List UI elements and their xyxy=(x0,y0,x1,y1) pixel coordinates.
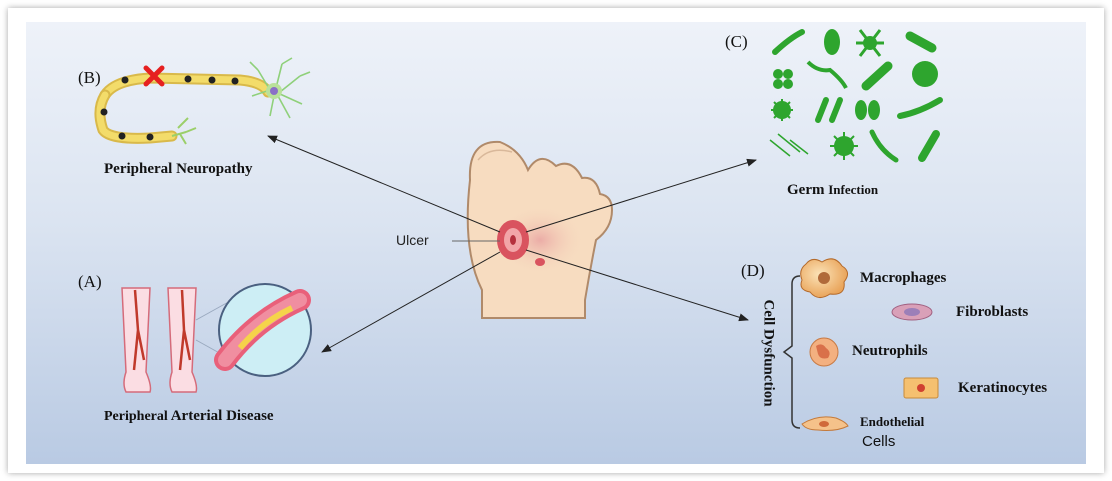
fibroblasts-label: Fibroblasts xyxy=(956,304,1028,321)
neutrophils-label: Neutrophils xyxy=(852,343,928,360)
artery-zoom-circle xyxy=(219,284,311,376)
peripheral-neuropathy-caption: Peripheral Neuropathy xyxy=(104,161,252,178)
arterial-disease-words: Arterial Disease xyxy=(171,408,274,424)
panel-label-c: (C) xyxy=(725,32,748,52)
cell-dysfunction-title: Cell Dysfunction xyxy=(760,299,777,406)
endothelial-label: Endothelial xyxy=(860,414,924,430)
endothelial-cell xyxy=(802,417,848,431)
macrophage-cell xyxy=(801,259,848,298)
legs-illustration xyxy=(122,288,197,392)
peripheral-word: Peripheral xyxy=(104,409,168,424)
germ-infection-caption: Germ Infection xyxy=(787,182,878,199)
keratinocyte-cell xyxy=(904,378,938,398)
ulcer-label: Ulcer xyxy=(396,232,429,248)
neuron-illustration xyxy=(100,58,310,144)
cell-dysfunction-bracket xyxy=(784,276,800,428)
endothelial-cells-label: Cells xyxy=(862,433,895,450)
panel-label-d: (D) xyxy=(741,261,765,281)
keratinocytes-label: Keratinocytes xyxy=(958,380,1047,397)
germ-word: Germ xyxy=(787,182,824,198)
neutrophil-cell xyxy=(810,338,838,366)
foot-illustration xyxy=(468,142,612,318)
macrophages-label: Macrophages xyxy=(860,270,946,287)
infection-word: Infection xyxy=(828,182,878,197)
peripheral-arterial-disease-caption: Peripheral Arterial Disease xyxy=(104,408,274,425)
panel-label-a: (A) xyxy=(78,272,102,292)
fibroblast-cell xyxy=(892,304,932,320)
germ-illustrations xyxy=(770,29,940,160)
panel-label-b: (B) xyxy=(78,68,101,88)
